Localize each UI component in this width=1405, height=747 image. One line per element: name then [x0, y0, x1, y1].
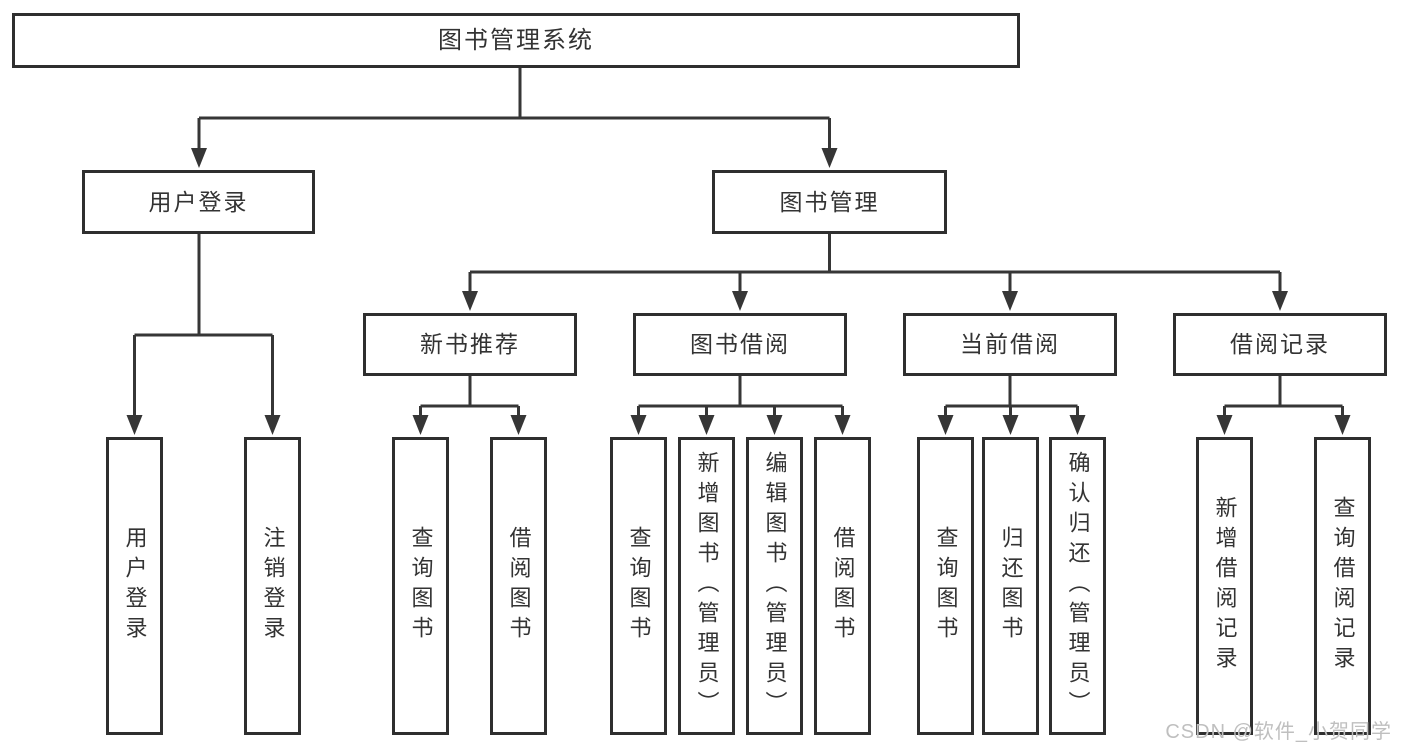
user-login-node: 用户登录	[82, 170, 315, 234]
csdn-watermark: CSDN @软件_小贺同学	[1165, 721, 1392, 743]
leaf-logout: 注销登录	[244, 437, 301, 735]
leaf-add-borrow-record: 新增借阅记录	[1196, 437, 1253, 735]
borrow-record-node: 借阅记录	[1173, 313, 1387, 376]
leaf-query-books-borrow: 查询图书	[610, 437, 667, 735]
leaf-borrow-books: 借阅图书	[814, 437, 871, 735]
leaf-query-borrow-record: 查询借阅记录	[1314, 437, 1371, 735]
leaf-borrow-books-recommend: 借阅图书	[490, 437, 547, 735]
leaf-return-books: 归还图书	[982, 437, 1039, 735]
leaf-query-books-current: 查询图书	[917, 437, 974, 735]
leaf-add-books-admin: 新增图书（管理员）	[678, 437, 735, 735]
new-book-recommend-node: 新书推荐	[363, 313, 577, 376]
leaf-query-books-recommend: 查询图书	[392, 437, 449, 735]
current-borrow-node: 当前借阅	[903, 313, 1117, 376]
leaf-edit-books-admin: 编辑图书（管理员）	[746, 437, 803, 735]
leaf-confirm-return-admin: 确认归还（管理员）	[1049, 437, 1106, 735]
leaf-user-login: 用户登录	[106, 437, 163, 735]
book-borrow-node: 图书借阅	[633, 313, 847, 376]
book-management-node: 图书管理	[712, 170, 947, 234]
root-node-library-management-system: 图书管理系统	[12, 13, 1020, 68]
